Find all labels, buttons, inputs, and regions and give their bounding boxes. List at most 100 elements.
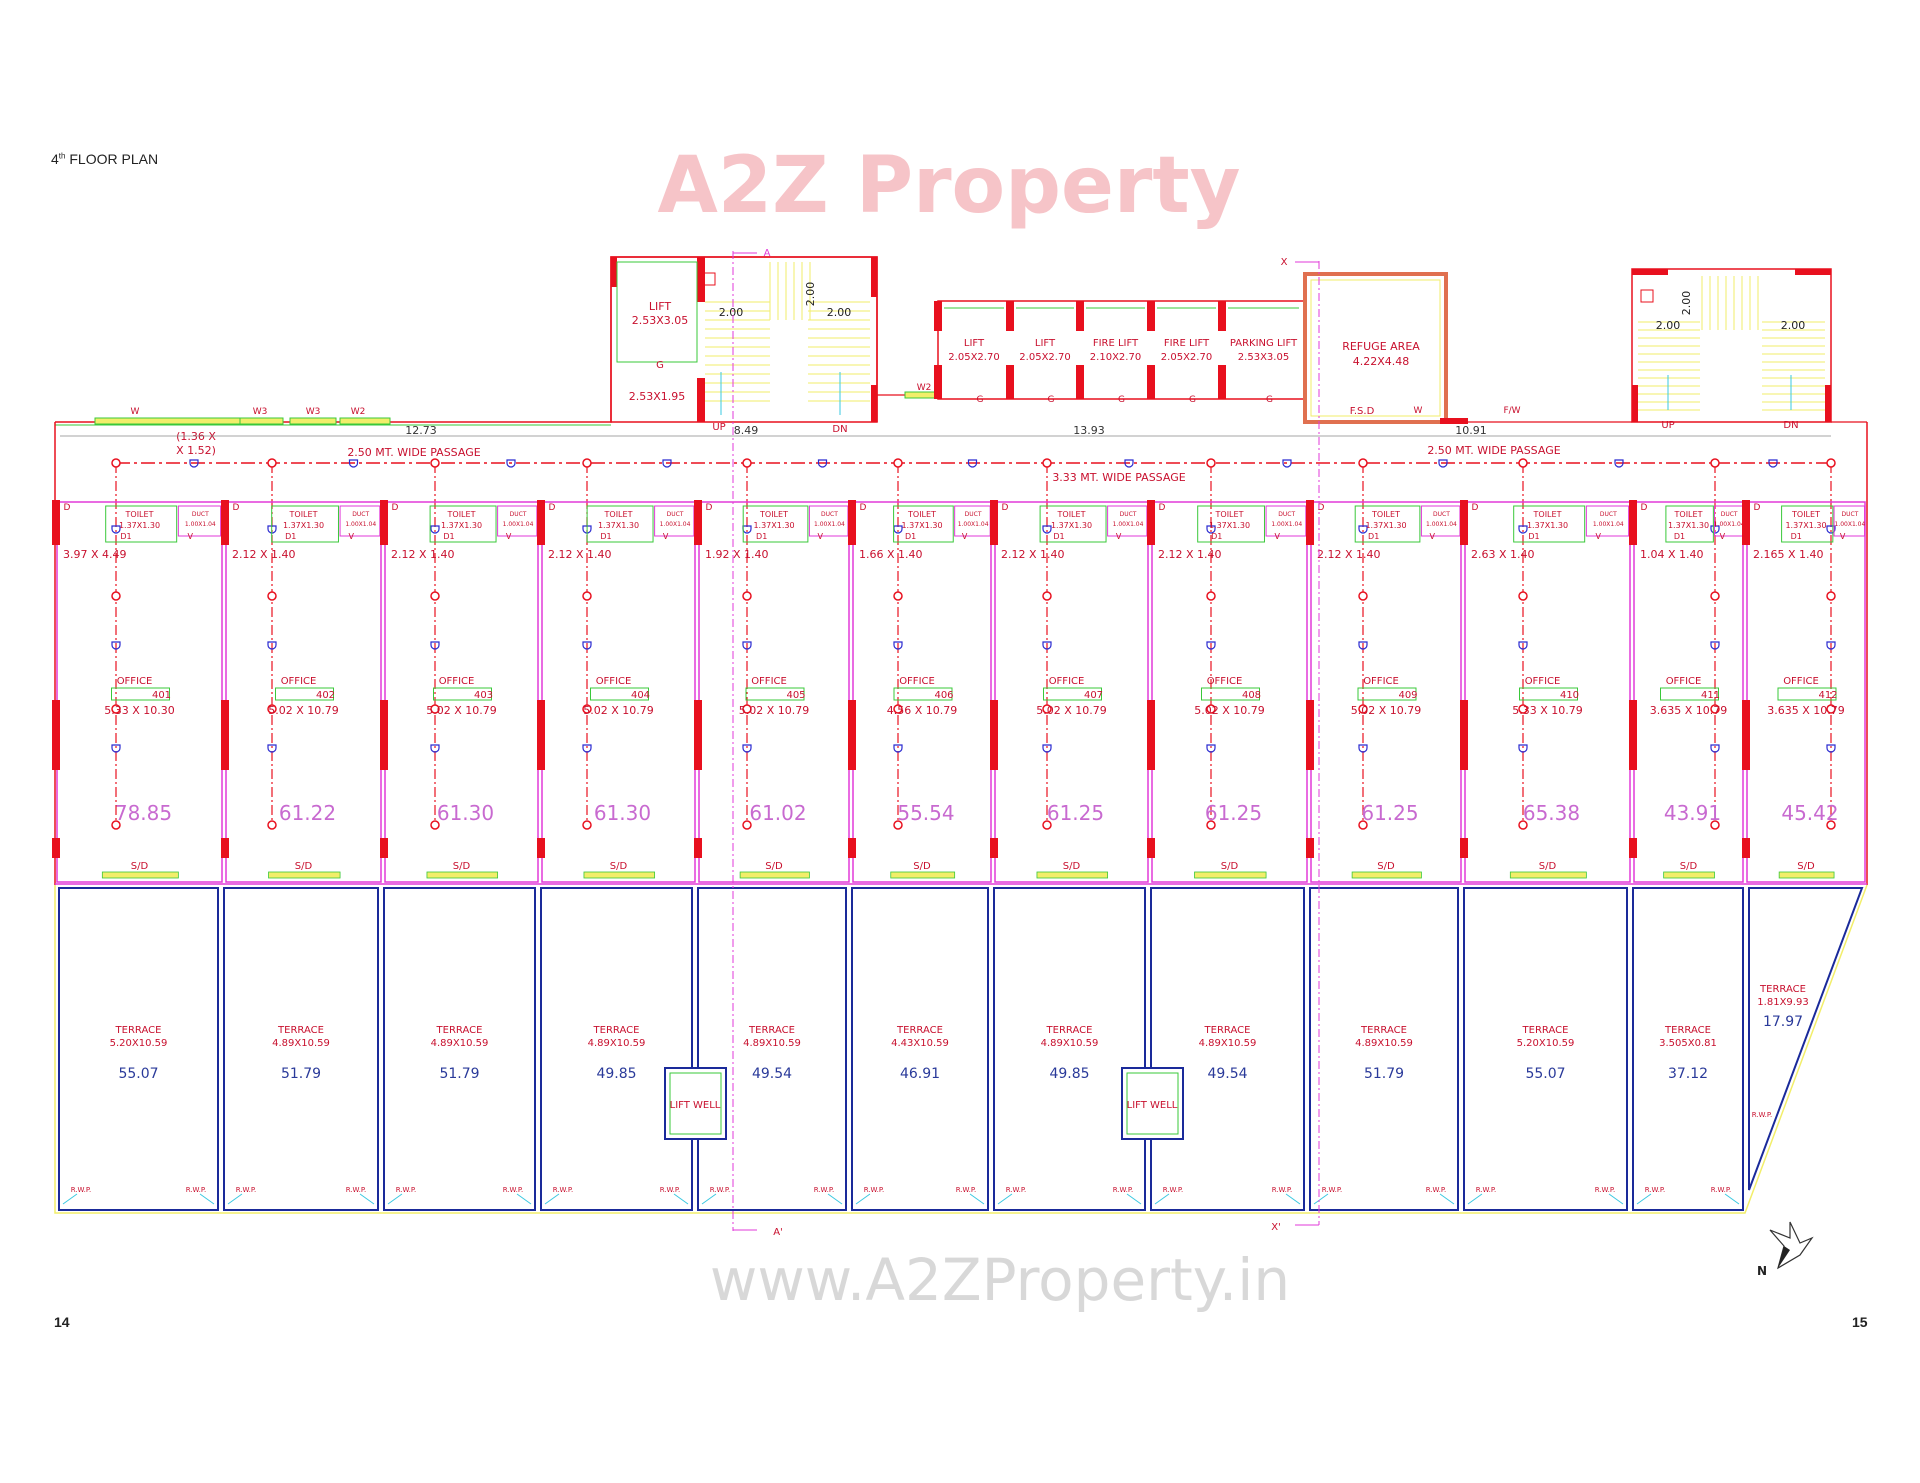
sliding-door-label: S/D — [1539, 861, 1557, 872]
wall-column — [1006, 301, 1014, 331]
terrace-area: 51.79 — [281, 1066, 321, 1082]
duct-label: DUCT — [965, 511, 982, 518]
column-marker — [742, 591, 752, 601]
stair-up-label: UP — [712, 422, 725, 433]
entry-dims: 1.66 X 1.40 — [859, 548, 923, 561]
terrace-label: TERRACE — [115, 1025, 162, 1036]
office-number: 402 — [316, 690, 335, 701]
terrace-boundary — [1463, 887, 1628, 1211]
light-fixture-icon — [1710, 744, 1720, 753]
stair-length: 2.00 — [804, 282, 817, 307]
entry-dims: 2.12 X 1.40 — [1317, 548, 1381, 561]
light-fixture-icon — [1710, 525, 1720, 534]
light-fixture-icon — [1206, 641, 1216, 650]
duct-dims: 1.00X1.04 — [1271, 521, 1302, 528]
terrace-area: 49.85 — [596, 1066, 636, 1082]
wall-column — [694, 838, 702, 858]
light-fixture-icon — [1358, 744, 1368, 753]
lift-dims: 2.05X2.70 — [948, 352, 999, 363]
door-label-d1: D1 — [1674, 532, 1685, 541]
terrace-label: TERRACE — [436, 1025, 483, 1036]
column-marker — [893, 704, 903, 714]
rwp-label: R.W.P. — [1322, 1186, 1343, 1194]
refuge-area — [1303, 272, 1448, 424]
terrace-unit — [851, 887, 989, 1211]
office-dims: 5.02 X 10.79 — [583, 704, 654, 717]
lift-name: FIRE LIFT — [1164, 338, 1210, 349]
terrace-unit — [1150, 887, 1305, 1211]
column-marker — [111, 820, 121, 830]
wall-column — [1629, 700, 1637, 770]
office-area: 45.42 — [1781, 801, 1838, 825]
column-marker — [267, 704, 277, 714]
duct — [1585, 505, 1630, 537]
duct-dims: 1.00X1.04 — [1426, 521, 1457, 528]
entry-dims: 1.04 X 1.40 — [1640, 548, 1704, 561]
rwp-label: R.W.P. — [396, 1186, 417, 1194]
section-label-x2: X' — [1271, 1222, 1281, 1233]
light-fixture-icon — [111, 525, 121, 534]
window-label-w: W — [131, 407, 140, 417]
column-marker — [1518, 458, 1528, 468]
terrace-area: 55.07 — [1525, 1066, 1565, 1082]
rwp-label: R.W.P. — [660, 1186, 681, 1194]
rain-water-pipe-icon — [1154, 1193, 1170, 1205]
column-marker — [430, 820, 440, 830]
terrace-label: TERRACE — [748, 1025, 795, 1036]
office-unit-411 — [1629, 500, 1744, 883]
small-room-dims: X 1.52) — [176, 444, 216, 457]
column-marker — [1710, 704, 1720, 714]
office-number: 406 — [934, 690, 953, 701]
toilet-room — [429, 505, 497, 543]
wall-column — [848, 838, 856, 858]
window-label-w3: W3 — [253, 407, 268, 417]
light-fixture-icon — [267, 641, 277, 650]
column-marker — [1042, 820, 1052, 830]
vent-label: V — [187, 532, 193, 541]
rain-water-pipe-icon — [516, 1193, 532, 1205]
duct-dims: 1.00X1.04 — [958, 521, 989, 528]
terrace-boundary — [851, 887, 989, 1211]
sliding-door — [1351, 871, 1422, 879]
wall-column — [221, 838, 229, 858]
office-unit-412 — [1742, 500, 1866, 883]
duct-label: DUCT — [352, 511, 369, 518]
light-fixture-icon — [1358, 641, 1368, 650]
terrace-unit — [1309, 887, 1459, 1211]
rwp-label: R.W.P. — [1272, 1186, 1293, 1194]
lift-shaft — [616, 261, 698, 363]
rain-water-pipe-icon — [1724, 1193, 1740, 1205]
wall-column — [1218, 365, 1226, 399]
stair-up-label: UP — [1661, 420, 1674, 431]
column-marker — [893, 820, 903, 830]
light-fixture-icon — [582, 641, 592, 650]
column-marker — [1358, 820, 1368, 830]
door-label: D — [1318, 503, 1325, 513]
wall-column — [1825, 385, 1831, 422]
office-number: 408 — [1242, 690, 1261, 701]
gate-label: G — [1118, 395, 1125, 405]
terrace-unit — [540, 887, 693, 1211]
light-fixture-icon — [1206, 744, 1216, 753]
duct-label: DUCT — [1433, 511, 1450, 518]
office-boundary — [1464, 501, 1631, 883]
passage-label: 2.50 MT. WIDE PASSAGE — [1427, 444, 1560, 457]
toilet-room — [271, 505, 339, 543]
toilet-label: TOILET — [759, 510, 788, 519]
office-label: OFFICE — [899, 676, 935, 687]
door-label-d1: D1 — [443, 532, 454, 541]
office-dims: 4.56 X 10.79 — [887, 704, 958, 717]
building-outline — [55, 256, 878, 423]
terrace-label: TERRACE — [1664, 1025, 1711, 1036]
toilet-label: TOILET — [907, 510, 936, 519]
rain-water-pipe-icon — [227, 1193, 243, 1205]
rain-water-pipe-icon — [1285, 1193, 1301, 1205]
door-label-d1: D1 — [600, 532, 611, 541]
toilet-label: TOILET — [125, 510, 154, 519]
duct-dims: 1.00X1.04 — [1113, 521, 1144, 528]
wall-column — [694, 700, 702, 770]
duct — [1833, 505, 1866, 537]
duct — [654, 505, 695, 537]
title-text: FLOOR PLAN — [65, 151, 159, 167]
stair-length: 2.00 — [1680, 291, 1693, 316]
